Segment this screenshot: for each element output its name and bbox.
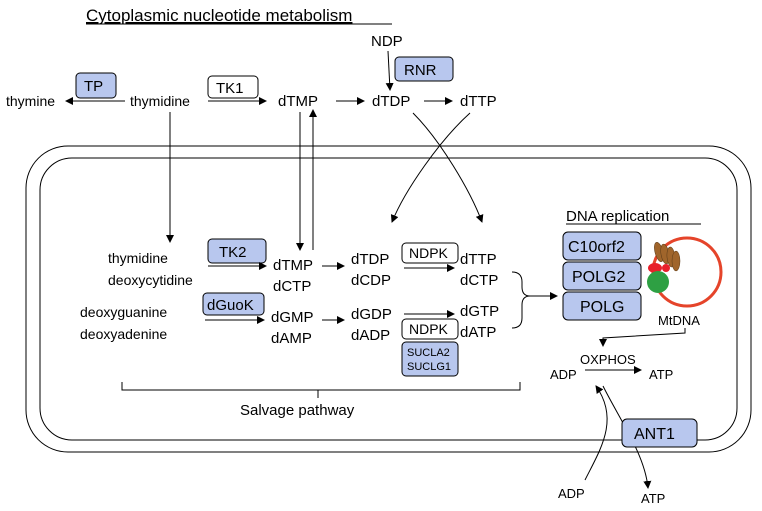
label-dttp-cytoplasm: dTTP bbox=[460, 93, 497, 110]
label-thymidine: thymidine bbox=[108, 250, 168, 266]
enzyme-dguok: dGuoK bbox=[202, 292, 265, 316]
label-ndp: NDP bbox=[371, 33, 403, 50]
svg-text:SUCLG1: SUCLG1 bbox=[407, 361, 451, 373]
svg-text:SUCLA2: SUCLA2 bbox=[407, 347, 450, 359]
label-thymine: thymine bbox=[6, 93, 55, 109]
enzyme-rnr: RNR bbox=[394, 56, 454, 82]
svg-text:POLG2: POLG2 bbox=[572, 269, 625, 286]
label-salvage-pathway: Salvage pathway bbox=[240, 402, 355, 419]
mitochondrion-outer-membrane bbox=[25, 145, 752, 453]
label-dtmp-cytoplasm: dTMP bbox=[278, 93, 318, 110]
label-thymidine-cytoplasm: thymidine bbox=[130, 93, 190, 109]
label-adp-inner: ADP bbox=[550, 367, 577, 382]
polymerase-complex-icon bbox=[647, 242, 681, 293]
label-dgtp: dGTP bbox=[460, 303, 499, 320]
arrow-ndp-to-dtdp bbox=[385, 50, 394, 91]
mitochondrion-inner-membrane bbox=[39, 157, 738, 441]
svg-text:TP: TP bbox=[84, 78, 103, 95]
label-deoxycytidine: deoxycytidine bbox=[108, 272, 193, 288]
enzyme-tp: TP bbox=[75, 72, 117, 99]
label-oxphos: OXPHOS bbox=[580, 352, 636, 367]
label-datp: dATP bbox=[460, 324, 496, 341]
enzyme-sucla2-suclg1: SUCLA2 SUCLG1 bbox=[401, 341, 459, 377]
label-adp-outer: ADP bbox=[558, 486, 585, 501]
label-dtmp: dTMP bbox=[273, 257, 313, 274]
enzyme-ant1: ANT1 bbox=[621, 418, 698, 448]
label-dctp-mid: dCTP bbox=[273, 278, 311, 295]
svg-text:TK1: TK1 bbox=[216, 80, 244, 97]
svg-text:TK2: TK2 bbox=[219, 244, 247, 261]
label-damp: dAMP bbox=[271, 330, 312, 347]
label-atp-inner: ATP bbox=[649, 367, 673, 382]
svg-text:NDPK: NDPK bbox=[409, 321, 449, 337]
dntp-brace bbox=[511, 271, 531, 329]
label-dctp: dCTP bbox=[460, 272, 498, 289]
label-deoxyguanine: deoxyguanine bbox=[80, 304, 167, 320]
svg-text:dGuoK: dGuoK bbox=[207, 297, 254, 314]
enzyme-ndpk-top: NDPK bbox=[401, 242, 459, 264]
arrow-adp-import bbox=[584, 385, 608, 481]
label-dcdp: dCDP bbox=[351, 272, 391, 289]
label-dtdp-cytoplasm: dTDP bbox=[372, 93, 410, 110]
svg-text:ANT1: ANT1 bbox=[634, 426, 675, 443]
enzyme-polg: POLG bbox=[562, 291, 642, 321]
arrow-dttp-to-dtdp-mito bbox=[390, 112, 471, 223]
svg-text:C10orf2: C10orf2 bbox=[568, 239, 625, 256]
enzyme-c10orf2: C10orf2 bbox=[562, 231, 642, 261]
enzyme-ndpk-bottom: NDPK bbox=[401, 318, 459, 340]
label-dna-replication: DNA replication bbox=[566, 208, 669, 225]
arrow-dtdp-to-dttp-mito bbox=[412, 112, 484, 223]
salvage-bracket bbox=[121, 382, 521, 398]
label-deoxyadenine: deoxyadenine bbox=[80, 326, 167, 342]
label-mtdna: MtDNA bbox=[658, 313, 700, 328]
label-dgdp: dGDP bbox=[351, 306, 392, 323]
enzyme-tk2: TK2 bbox=[207, 238, 267, 264]
label-dgmp: dGMP bbox=[271, 309, 314, 326]
label-atp-outer: ATP bbox=[641, 491, 665, 506]
diagram-title: Cytoplasmic nucleotide metabolism bbox=[86, 6, 352, 25]
enzyme-polg2: POLG2 bbox=[562, 261, 642, 291]
enzyme-tk1: TK1 bbox=[207, 75, 259, 99]
svg-text:RNR: RNR bbox=[404, 62, 437, 79]
label-dttp: dTTP bbox=[460, 251, 497, 268]
svg-text:NDPK: NDPK bbox=[409, 245, 449, 261]
label-dadp: dADP bbox=[351, 327, 390, 344]
label-dtdp: dTDP bbox=[351, 251, 389, 268]
svg-text:POLG: POLG bbox=[580, 299, 624, 316]
arrow-mtdna-to-oxphos bbox=[599, 328, 686, 347]
